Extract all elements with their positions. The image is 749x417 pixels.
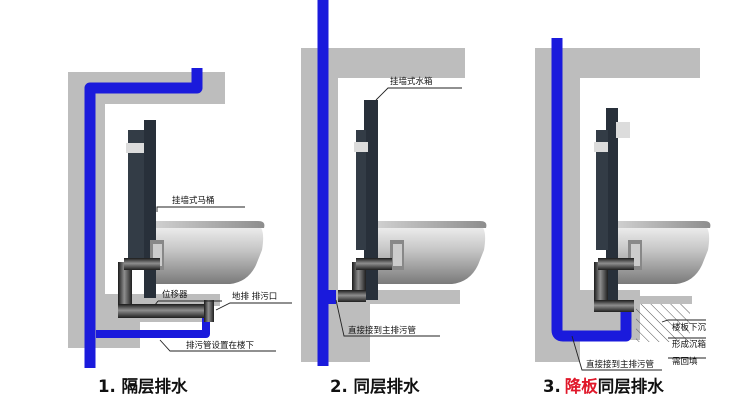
panel-3-lowered-slab-drainage: 直接接到主排污管 楼板下沉 形成沉箱 需回填 3.降板同层排水	[535, 38, 711, 396]
main-drain-pipe	[84, 68, 203, 368]
label-pipe-below: 排污管设置在楼下	[186, 340, 255, 351]
caption-panel-3-number: 3.	[543, 377, 561, 396]
caption-panel-3-highlight: 降板	[565, 376, 599, 396]
wall-structure	[68, 72, 225, 348]
label-wall-hung-cistern: 挂墙式水箱	[390, 76, 433, 87]
caption-panel-3-rest: 同层排水	[598, 376, 665, 396]
caption-panel-3: 3.降板同层排水	[543, 376, 664, 396]
panel-1-interfloor-drainage: 挂墙式马桶 位移器 地排 排污口 排污管设置在楼下 1. 隔层排水	[68, 68, 292, 396]
label-floor-drain: 地排 排污口	[232, 291, 277, 302]
label-wall-hung-toilet: 挂墙式马桶	[172, 195, 215, 206]
label-slab-sink: 楼板下沉	[672, 322, 707, 333]
caption-panel-2: 2. 同层排水	[330, 376, 420, 396]
label-sunken-box: 形成沉箱	[672, 339, 707, 350]
wall-hung-toilet-icon	[150, 221, 265, 284]
wall-structure	[535, 48, 700, 362]
label-direct-main-drain: 直接接到主排污管	[586, 359, 654, 370]
wall-hung-toilet-icon	[618, 221, 711, 284]
caption-panel-1: 1. 隔层排水	[98, 376, 188, 396]
wall-hung-toilet-icon	[378, 221, 487, 284]
label-shifter: 位移器	[162, 289, 188, 300]
label-backfill: 需回填	[672, 356, 698, 367]
panel-2-same-floor-drainage: 挂墙式水箱 直接接到主排污管 2. 同层排水	[301, 0, 487, 396]
main-drain-pipe	[551, 38, 632, 342]
sunken-slab-box	[636, 304, 690, 342]
label-direct-main-drain: 直接接到主排污管	[348, 325, 416, 336]
wall-structure	[301, 48, 465, 362]
concealed-cistern-icon	[128, 130, 144, 260]
